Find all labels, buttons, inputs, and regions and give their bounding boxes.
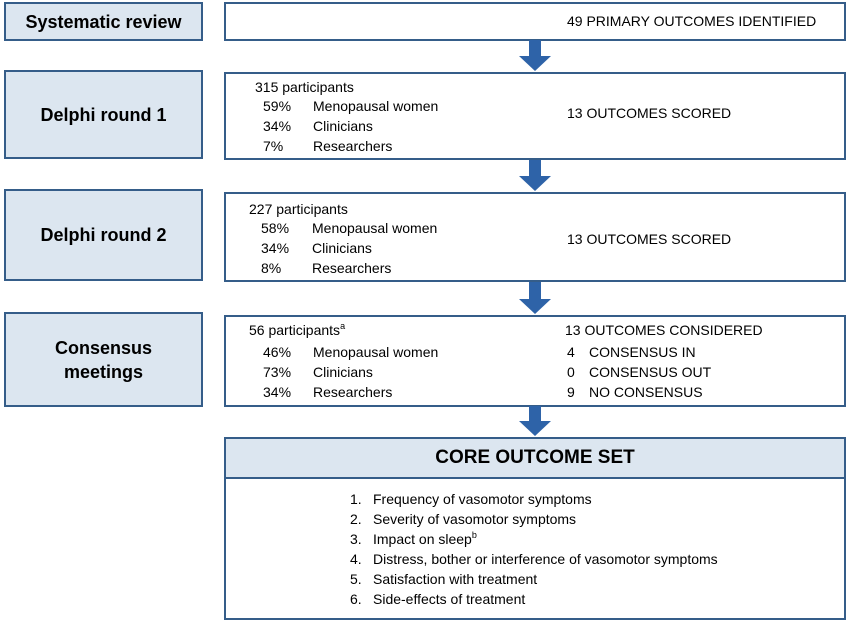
pct-value: 34% xyxy=(261,240,290,256)
list-item-number: 2. xyxy=(350,511,362,527)
down-arrow-icon xyxy=(519,160,551,191)
consensus-panel: 56 participantsa 46% Menopausal women 73… xyxy=(224,315,846,407)
stage-label-line1: Consensus xyxy=(54,337,153,358)
systematic-review-panel: 49 PRIMARY OUTCOMES IDENTIFIED xyxy=(224,2,846,41)
list-item-text: Distress, bother or interference of vaso… xyxy=(373,551,718,567)
core-outcome-set-title: CORE OUTCOME SET xyxy=(226,439,844,479)
stage-label: Delphi round 1 xyxy=(40,104,167,125)
list-item-number: 4. xyxy=(350,551,362,567)
down-arrow-icon xyxy=(519,282,551,314)
arrow-shape xyxy=(519,160,551,191)
pct-value: 7% xyxy=(263,138,284,154)
group-label: Menopausal women xyxy=(313,344,439,360)
list-item-text: Side-effects of treatment xyxy=(373,591,526,607)
stage-delphi-round-1: Delphi round 1 xyxy=(4,70,203,159)
group-label: Researchers xyxy=(312,260,392,276)
group-label: Researchers xyxy=(313,138,393,154)
list-item-text: Impact on sleep xyxy=(373,531,472,547)
group-label: Menopausal women xyxy=(313,98,439,114)
participants-text: 56 participants xyxy=(249,322,341,338)
delphi-1-panel: 315 participants 59% Menopausal women 34… xyxy=(224,72,846,160)
list-item-number: 5. xyxy=(350,571,362,587)
delphi-2-panel: 227 participants 58% Menopausal women 34… xyxy=(224,192,846,282)
list-item-text: Satisfaction with treatment xyxy=(373,571,538,587)
group-label: Menopausal women xyxy=(312,220,438,236)
stage-label: Delphi round 2 xyxy=(40,225,167,245)
stage-label-line2: meetings xyxy=(63,361,144,382)
result-count: 4 xyxy=(567,344,575,360)
list-item-number: 6. xyxy=(350,591,362,607)
group-label: Clinicians xyxy=(313,364,373,380)
down-arrow-icon xyxy=(519,406,551,436)
stage-systematic-review: Systematic review xyxy=(4,2,203,41)
participants-count: 315 participants xyxy=(255,79,354,95)
outcomes-considered: 13 OUTCOMES CONSIDERED xyxy=(565,322,763,338)
outcomes-scored: 13 OUTCOMES SCORED xyxy=(567,105,732,121)
group-label: Clinicians xyxy=(312,240,372,256)
group-label: Researchers xyxy=(313,384,393,400)
result-label: CONSENSUS IN xyxy=(589,344,696,360)
down-arrow-icon xyxy=(519,40,551,71)
arrow-shape xyxy=(519,282,551,314)
list-item-number: 1. xyxy=(350,491,362,507)
result-count: 9 xyxy=(567,384,575,400)
result-count: 0 xyxy=(567,364,575,380)
pct-value: 59% xyxy=(263,98,292,114)
pct-value: 8% xyxy=(261,260,282,276)
list-item-text-wrap: Impact on sleepb xyxy=(373,530,477,548)
core-outcome-set-box: CORE OUTCOME SET 1. Frequency of vasomot… xyxy=(224,437,846,620)
list-item-number: 3. xyxy=(350,531,362,547)
outcomes-identified: 49 PRIMARY OUTCOMES IDENTIFIED xyxy=(567,13,817,29)
group-label: Clinicians xyxy=(313,118,373,134)
participants-count: 227 participants xyxy=(249,201,348,217)
stage-label: Consensus meetings xyxy=(55,336,152,384)
pct-value: 34% xyxy=(263,118,292,134)
stage-delphi-round-2: Delphi round 2 xyxy=(4,189,203,281)
arrow-shape xyxy=(519,40,551,71)
pct-value: 73% xyxy=(263,364,292,380)
result-label: NO CONSENSUS xyxy=(589,384,703,400)
list-item-text: Frequency of vasomotor symptoms xyxy=(373,491,592,507)
pct-value: 58% xyxy=(261,220,290,236)
participants-count: 56 participantsa xyxy=(249,321,346,339)
pct-value: 46% xyxy=(263,344,292,360)
pct-value: 34% xyxy=(263,384,292,400)
footnote-marker: a xyxy=(340,321,346,331)
footnote-marker: b xyxy=(471,530,477,540)
outcomes-scored: 13 OUTCOMES SCORED xyxy=(567,231,732,247)
stage-label: Systematic review xyxy=(25,11,182,32)
stage-consensus-meetings: Consensus meetings xyxy=(4,312,203,407)
arrow-shape xyxy=(519,406,551,436)
result-label: CONSENSUS OUT xyxy=(589,364,712,380)
list-item-text: Severity of vasomotor symptoms xyxy=(373,511,577,527)
